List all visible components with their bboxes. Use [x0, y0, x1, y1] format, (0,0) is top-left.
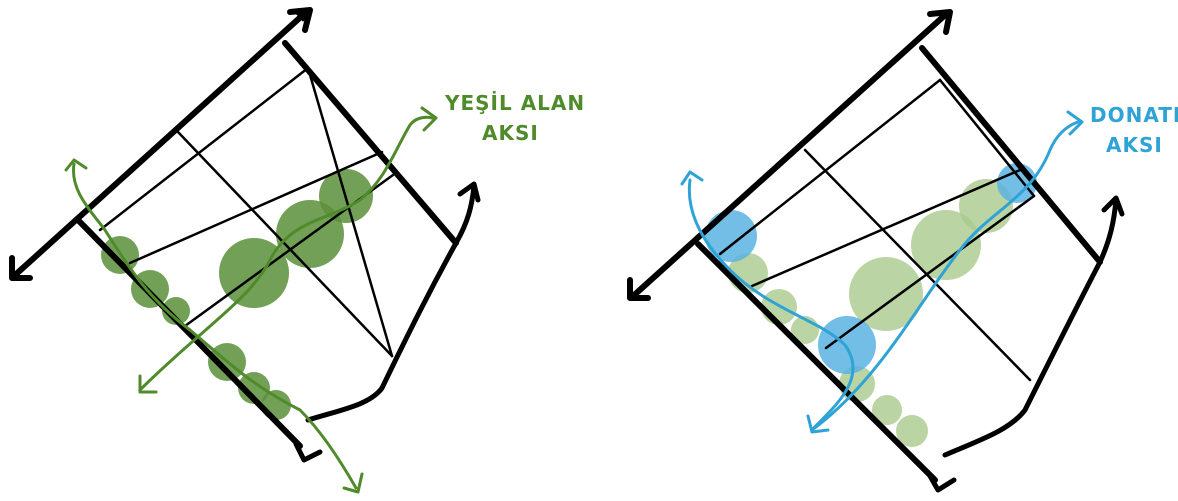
amenity-axis-label-line1: DONATI: [1090, 103, 1178, 127]
bottom-arrowhead: [293, 441, 323, 463]
right-diagonal-road: [919, 45, 1103, 265]
green-blob: [162, 297, 190, 325]
amenity-axis-panel: DONATI AKSI: [627, 9, 1178, 493]
green-blob: [261, 390, 291, 420]
amenity-axis-label-line2: AKSI: [1106, 133, 1163, 157]
green-axis-label: YEŞİL ALAN AKSI: [444, 91, 585, 145]
amenity-blob: [818, 316, 876, 374]
green-blob: [238, 372, 270, 404]
curved-road: [942, 195, 1125, 458]
main-roads-right: [627, 9, 1125, 493]
left-diagonal-road: [75, 217, 303, 449]
left-diagonal-road: [695, 241, 938, 483]
curved-road: [305, 181, 481, 423]
top-road-arrow: [11, 11, 307, 279]
green-blob: [896, 415, 928, 447]
left-road-arrowhead: [9, 255, 33, 281]
top-road: [629, 13, 947, 300]
top-road-arrowhead: [927, 9, 953, 35]
green-axis-line: [64, 106, 438, 494]
green-axis-panel: YEŞİL ALAN AKSI: [9, 7, 585, 494]
green-axis-label-line1: YEŞİL ALAN: [444, 91, 585, 115]
amenity-axis-label: DONATI AKSI: [1090, 103, 1178, 157]
amenity-blob: [705, 210, 757, 262]
green-blob: [872, 395, 902, 425]
green-blob: [849, 257, 923, 331]
main-roads: [9, 7, 481, 463]
left-road-arrowhead: [627, 277, 651, 301]
inner-grid-right: [718, 78, 1036, 382]
right-diagonal-road: [282, 40, 459, 246]
top-road-arrowhead: [287, 7, 313, 33]
amenity-blobs: [705, 163, 1037, 374]
amenity-axis-line: [680, 110, 1084, 434]
inner-grid: [98, 66, 395, 358]
green-axis-label-line2: AKSI: [482, 121, 539, 145]
bottom-arrowhead: [927, 473, 957, 493]
green-blob: [911, 210, 981, 280]
